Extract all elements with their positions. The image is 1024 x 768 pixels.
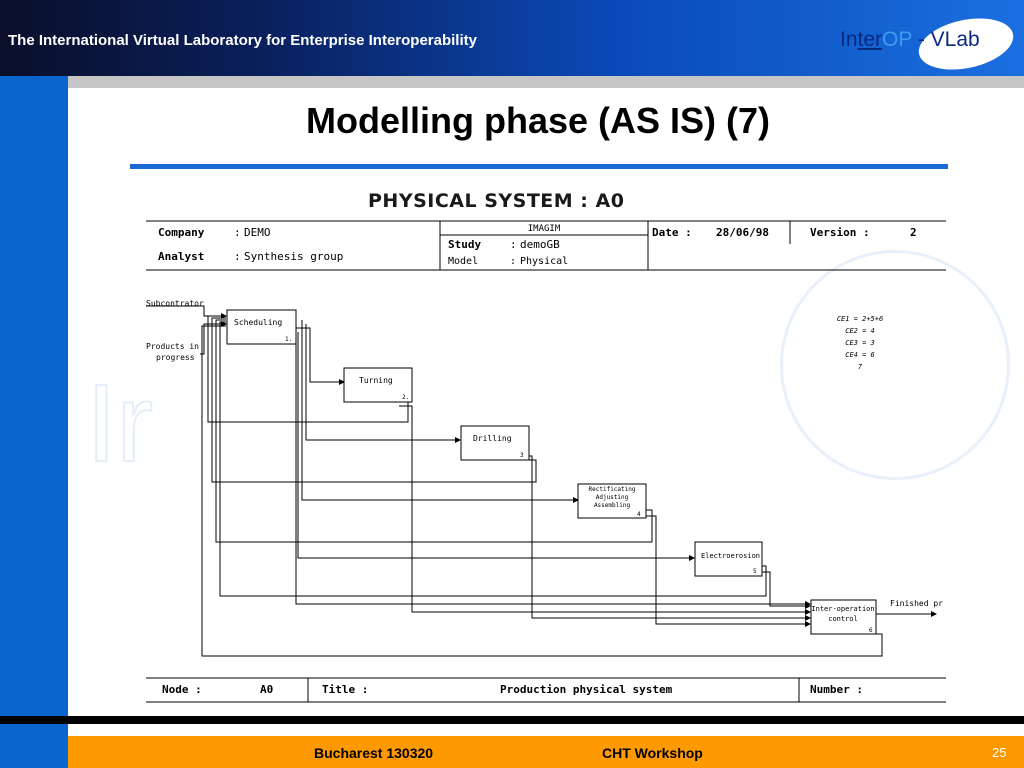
scheduling-number: 1. — [285, 336, 292, 343]
electroerosion-to-control — [762, 571, 811, 609]
electroerosion-label: Electroerosion — [701, 552, 760, 560]
rectificating-label-line2: Adjusting — [596, 494, 629, 501]
rectificating-label-line3: Assembling — [594, 502, 631, 509]
control-label-line2: control — [828, 615, 858, 623]
model-colon: : — [510, 256, 516, 267]
title-label: Title : — [322, 683, 368, 696]
ce-notes: CE1 = 2+5+6 CE2 = 4 CE3 = 3 CE4 = 6 7 — [837, 315, 883, 371]
scheduling-to-turning — [296, 327, 345, 385]
rectificating-to-control — [646, 515, 811, 627]
activity-boxes — [226, 309, 877, 635]
node-value: A0 — [260, 683, 273, 696]
activity-labels: Scheduling 1. Turning 2. Drilling 3 Rect… — [234, 318, 875, 634]
method-name: IMAGIM — [528, 224, 561, 234]
company-label: Company — [158, 226, 205, 239]
box-drilling — [460, 425, 530, 461]
watermark-text: Ir — [85, 361, 154, 486]
rectificating-feedback — [215, 319, 653, 543]
drilling-number: 3 — [520, 452, 524, 459]
study-value: demoGB — [520, 238, 560, 251]
analyst-label: Analyst — [158, 250, 204, 263]
input-products-line2: progress — [156, 353, 195, 362]
note-7: 7 — [858, 363, 863, 371]
analyst-colon: : — [234, 250, 241, 263]
drilling-to-control — [529, 455, 811, 621]
footer-workshop: CHT Workshop — [602, 745, 703, 761]
watermark-ring — [780, 250, 1010, 480]
turning-label: Turning — [359, 376, 393, 385]
study-colon: : — [510, 238, 517, 251]
control-label-line1: Inter-operation — [811, 605, 874, 613]
analyst-value: Synthesis group — [244, 250, 343, 263]
input-products-line1: Products in — [146, 342, 199, 351]
input-subcontractor: Subcontrator — [146, 299, 204, 308]
control-number: 6 — [869, 627, 873, 634]
logo-part-ter: ter — [857, 28, 883, 51]
logo-part-in: In — [840, 28, 858, 51]
version-label: Version : — [810, 226, 870, 239]
logo-text: InterOP - VLab — [840, 28, 980, 52]
date-label: Date : — [652, 226, 692, 239]
electroerosion-feedback — [219, 321, 767, 597]
box-electroerosion — [694, 541, 763, 577]
slide-title: Modelling phase (AS IS) (7) — [305, 100, 771, 141]
version-value: 2 — [910, 226, 917, 239]
connectors — [146, 305, 937, 657]
scheduling-to-rectificating — [301, 320, 579, 503]
control-feedback — [201, 325, 883, 657]
company-value: DEMO — [244, 226, 271, 239]
idef0-diagram: Company : DEMO Analyst : Synthesis group… — [146, 220, 946, 703]
scheduling-label: Scheduling — [234, 318, 282, 327]
form-header — [146, 220, 946, 271]
electroerosion-number: 5 — [753, 568, 757, 575]
footer-band — [68, 736, 1024, 768]
output-finished-products: Finished pr — [890, 599, 943, 608]
scheduling-to-electroerosion — [297, 332, 695, 561]
box-scheduling — [226, 309, 297, 345]
study-label: Study — [448, 238, 481, 251]
note-ce1: CE1 = 2+5+6 — [837, 315, 883, 323]
box-turning — [343, 367, 413, 403]
model-label: Model — [448, 256, 478, 267]
date-value: 28/06/98 — [716, 226, 769, 239]
model-value: Physical — [520, 256, 568, 267]
rectificating-label-line1: Rectificating — [589, 486, 636, 493]
box-inter-operation-control — [810, 599, 877, 635]
logo-part-vlab: - VLab — [912, 28, 980, 51]
scheduling-to-drilling — [305, 324, 461, 443]
diagram-subtitle: PHYSICAL SYSTEM : A0 — [368, 190, 625, 212]
note-ce4: CE4 = 6 — [845, 351, 875, 359]
box-rectificating — [577, 483, 647, 519]
footer-event: Bucharest 130320 — [314, 745, 434, 761]
footer-left-block — [0, 724, 68, 768]
header-band: The International Virtual Laboratory for… — [0, 0, 1024, 78]
form-footer — [146, 677, 946, 703]
title-underline — [130, 164, 948, 169]
turning-to-control — [399, 405, 811, 615]
footer-page-number: 25 — [992, 745, 1007, 760]
header-title: The International Virtual Laboratory for… — [8, 32, 477, 49]
title-value: Production physical system — [500, 683, 673, 696]
rectificating-number: 4 — [637, 511, 641, 518]
interop-vlab-logo: InterOP - VLab — [836, 10, 1018, 78]
scheduling-to-control-a — [295, 336, 811, 607]
logo-part-op: OP — [882, 28, 912, 51]
form-header-text: Company : DEMO Analyst : Synthesis group… — [158, 224, 917, 267]
node-label: Node : — [162, 683, 202, 696]
number-label: Number : — [810, 683, 863, 696]
note-ce3: CE3 = 3 — [845, 339, 875, 347]
footer-black-line — [0, 716, 1024, 724]
header-divider-strip — [68, 76, 1024, 88]
turning-number: 2. — [402, 394, 409, 401]
products-arrow — [200, 321, 227, 355]
drilling-feedback — [211, 317, 537, 483]
left-accent-bar — [0, 76, 68, 768]
form-footer-text: Node : A0 Title : Production physical sy… — [162, 683, 863, 696]
drilling-label: Drilling — [473, 434, 512, 443]
company-colon: : — [234, 226, 241, 239]
note-ce2: CE2 = 4 — [845, 327, 875, 335]
